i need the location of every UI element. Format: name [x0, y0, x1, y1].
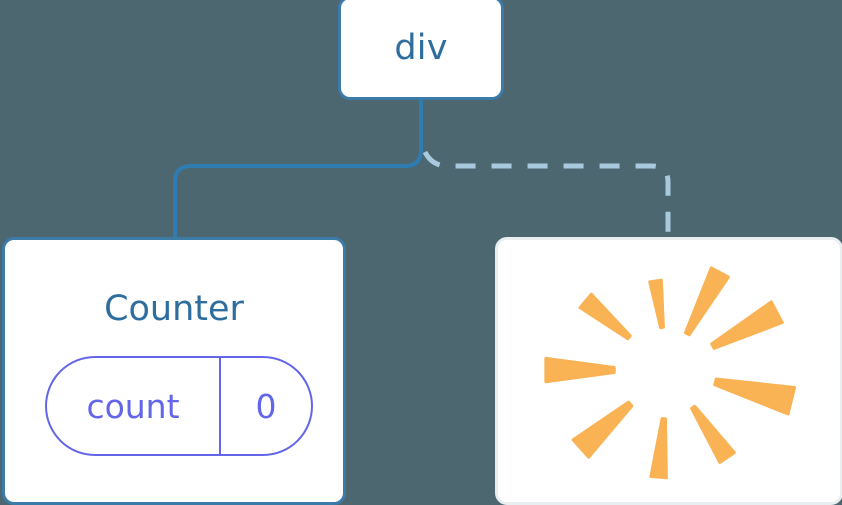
sparkle-ray-7 — [713, 377, 797, 416]
sparkle-ray-1 — [648, 278, 665, 330]
node-counter-label: Counter — [104, 289, 244, 329]
node-counter[interactable]: Counter count 0 — [2, 237, 346, 505]
sparkle-ray-3 — [544, 356, 616, 384]
sparkle-burst-icon — [544, 266, 797, 480]
node-div[interactable]: div — [338, 0, 504, 100]
state-pill-count[interactable]: count 0 — [45, 356, 313, 456]
sparkle-ray-4 — [571, 400, 634, 459]
state-pill-value-cell: 0 — [221, 358, 311, 454]
node-render-burst[interactable] — [495, 237, 842, 505]
sparkle-ray-0 — [683, 266, 730, 337]
edge-root-counter — [173, 98, 423, 242]
state-pill-key-cell: count — [47, 358, 221, 454]
sparkle-ray-6 — [690, 404, 736, 464]
sparkle-ray-5 — [649, 417, 668, 480]
sparkle-ray-8 — [710, 300, 784, 350]
sparkle-ray-2 — [578, 292, 632, 341]
edge-root-burst — [422, 150, 671, 240]
state-pill-value-label: 0 — [255, 386, 277, 426]
state-pill-key-label: count — [86, 386, 180, 426]
node-div-label: div — [394, 27, 448, 68]
